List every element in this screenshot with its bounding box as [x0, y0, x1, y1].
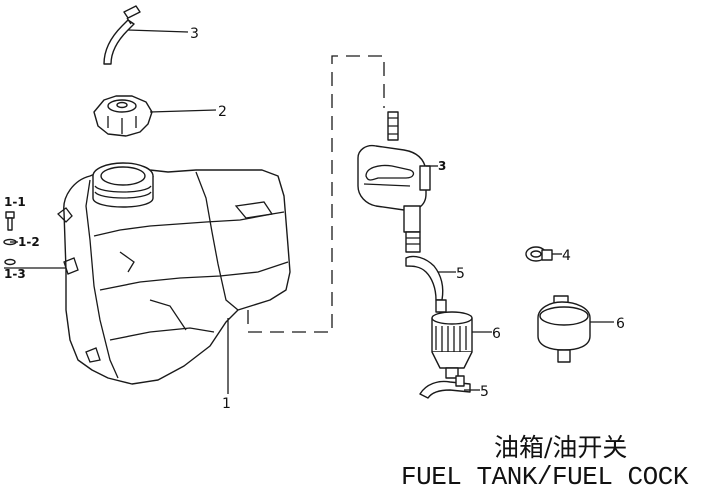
callout-washer: 1-2 — [18, 235, 40, 249]
callout-bolt: 1-1 — [4, 195, 26, 209]
leader-fuel-cap — [149, 109, 217, 113]
fuel-filter-center — [431, 311, 473, 379]
callout-filter-center: 6 — [492, 326, 501, 342]
breather-tube — [103, 5, 141, 65]
hose-clamp — [525, 246, 553, 262]
callout-hose-upper: 5 — [456, 266, 465, 282]
callout-hose-lower: 5 — [480, 384, 489, 400]
callout-clamp: 4 — [562, 248, 571, 264]
title-english: FUEL TANK/FUEL COCK — [401, 462, 688, 492]
fuel-filter-right — [537, 295, 591, 363]
callout-fuel-cap: 2 — [218, 104, 227, 120]
callout-fuel-tank: 1 — [222, 396, 231, 412]
callout-nut: 1-3 — [4, 267, 26, 281]
fuel-tank — [57, 162, 291, 385]
title-chinese: 油箱/油开关 — [494, 433, 628, 462]
fuel-cock — [357, 111, 431, 253]
bolt — [5, 211, 15, 231]
hose-upper — [405, 255, 447, 313]
fuel-cap — [93, 95, 153, 137]
hose-lower — [419, 375, 471, 399]
callout-fuel-cock: 3 — [438, 159, 446, 173]
callout-filter-right: 6 — [616, 316, 625, 332]
nut — [4, 258, 16, 266]
callout-breather-tube: 3 — [190, 26, 199, 42]
connection-dashed-line — [247, 55, 385, 333]
leader-breather-tube — [127, 29, 189, 33]
